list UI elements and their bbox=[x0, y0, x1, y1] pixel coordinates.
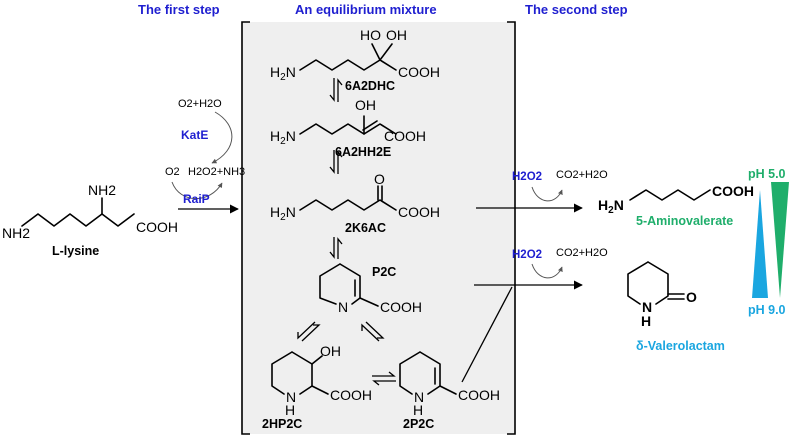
ph-triangle-cyan bbox=[752, 190, 768, 298]
svg-text:H: H bbox=[285, 402, 295, 418]
lysine-carboxyl: COOH bbox=[136, 219, 178, 235]
2hp2c-label: 2HP2C bbox=[262, 417, 302, 431]
p2c-structure: N COOH P2C bbox=[319, 263, 422, 315]
svg-text:H2N: H2N bbox=[598, 197, 624, 216]
h2o2-top: H2O2 bbox=[512, 171, 542, 183]
aminovalerate-structure: H2N COOH 5-Aminovalerate bbox=[598, 183, 754, 228]
second-step-feeder bbox=[461, 286, 513, 383]
lysine-label: L-lysine bbox=[52, 244, 99, 258]
h2o2-bottom: H2O2 bbox=[512, 249, 542, 261]
right-bracket bbox=[507, 21, 516, 435]
svg-text:COOH: COOH bbox=[384, 128, 426, 144]
left-bracket bbox=[241, 21, 250, 435]
svg-text:N: N bbox=[338, 299, 348, 315]
ph-high-label: pH 9.0 bbox=[748, 303, 786, 317]
header-equilibrium: An equilibrium mixture bbox=[295, 2, 437, 17]
valerolactam-structure: N H O δ-Valerolactam bbox=[627, 261, 725, 353]
header-first-step: The first step bbox=[138, 2, 220, 17]
2k6ac-label: 2K6AC bbox=[345, 221, 386, 235]
svg-text:H2N: H2N bbox=[270, 64, 296, 83]
svg-text:O: O bbox=[374, 171, 385, 187]
6a2dhc-structure: H2N HO OH COOH 6A2DHC bbox=[270, 27, 440, 93]
o2-label: O2 bbox=[165, 166, 180, 178]
katE-cycle-arrow bbox=[211, 111, 233, 164]
6a2hh2e-label: 6A2HH2E bbox=[335, 145, 391, 159]
svg-text:COOH: COOH bbox=[458, 387, 500, 403]
katE-label: KatE bbox=[181, 128, 208, 142]
co2-h2o-top: CO2+H2O bbox=[556, 169, 608, 181]
svg-text:HO: HO bbox=[360, 27, 381, 43]
2k6ac-structure: H2N O COOH 2K6AC bbox=[270, 171, 440, 235]
equilibrium-box bbox=[242, 22, 515, 434]
valerolactam-label: δ-Valerolactam bbox=[636, 339, 725, 353]
eq-arrow-1 bbox=[329, 78, 343, 102]
svg-text:H2N: H2N bbox=[270, 204, 296, 223]
p2c-label: P2C bbox=[372, 265, 396, 279]
aminovalerate-label: 5-Aminovalerate bbox=[636, 214, 733, 228]
svg-text:H: H bbox=[413, 402, 423, 418]
svg-text:OH: OH bbox=[386, 27, 407, 43]
svg-text:OH: OH bbox=[320, 343, 341, 359]
svg-text:N: N bbox=[642, 299, 652, 315]
lysine-amine: NH2 bbox=[2, 225, 30, 241]
svg-text:O: O bbox=[686, 289, 697, 305]
2p2c-structure: N H COOH 2P2C bbox=[399, 351, 500, 431]
2p2c-label: 2P2C bbox=[403, 417, 434, 431]
svg-text:COOH: COOH bbox=[712, 183, 754, 199]
h2o2-cycle-top bbox=[531, 186, 563, 202]
6a2hh2e-structure: H2N OH COOH 6A2HH2E bbox=[270, 97, 426, 159]
ralp-label: RaiP bbox=[183, 192, 210, 206]
eq-arrow-3 bbox=[329, 237, 343, 259]
svg-text:COOH: COOH bbox=[398, 64, 440, 80]
ralp-cycle-arrow bbox=[171, 181, 223, 199]
svg-text:OH: OH bbox=[355, 97, 376, 113]
svg-text:COOH: COOH bbox=[398, 204, 440, 220]
h2o2-cycle-bottom bbox=[531, 263, 563, 279]
svg-text:N: N bbox=[286, 389, 296, 405]
svg-text:H2N: H2N bbox=[270, 128, 296, 147]
ph-low-label: pH 5.0 bbox=[748, 167, 786, 181]
ph-triangle-green bbox=[771, 182, 789, 298]
eq-arrow-diag-right bbox=[361, 321, 385, 342]
lysine-alpha-amine: NH2 bbox=[88, 182, 116, 198]
h2o2-nh3-label: H2O2+NH3 bbox=[188, 166, 245, 178]
co2-h2o-bottom: CO2+H2O bbox=[556, 247, 608, 259]
2hp2c-structure: N H OH COOH 2HP2C bbox=[262, 343, 372, 431]
svg-text:H: H bbox=[641, 313, 651, 329]
eq-arrow-horizontal bbox=[372, 371, 396, 386]
lysine-structure: NH2 NH2 COOH L-lysine bbox=[2, 182, 178, 258]
svg-text:COOH: COOH bbox=[380, 299, 422, 315]
header-second-step: The second step bbox=[525, 2, 628, 17]
eq-arrow-2 bbox=[329, 150, 343, 174]
svg-text:COOH: COOH bbox=[330, 387, 372, 403]
svg-text:N: N bbox=[414, 389, 424, 405]
6a2dhc-label: 6A2DHC bbox=[345, 79, 395, 93]
o2-h2o-label: O2+H2O bbox=[178, 98, 222, 110]
eq-arrow-diag-left bbox=[297, 321, 321, 342]
